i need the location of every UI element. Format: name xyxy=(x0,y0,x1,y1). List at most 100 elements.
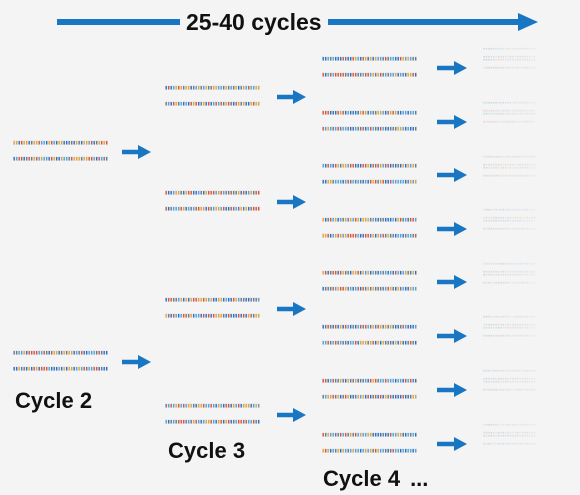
col3-dna-pair-7-top-strand-base-26 xyxy=(387,379,389,383)
col3-dna-pair-3-top-strand-base-27 xyxy=(390,164,392,168)
col4-dna-pair-10-top-strand-base-7 xyxy=(500,274,502,276)
col3-dna-pair-6-bottom-strand-base-5 xyxy=(335,341,337,345)
col3-dna-pair-6-top-strand-base-21 xyxy=(375,325,377,329)
col2-arrow-4 xyxy=(277,408,306,422)
col2-dna-pair-2-bottom-strand-base-1 xyxy=(168,207,170,211)
col4-dna-pair-7-top-strand-base-7 xyxy=(500,209,502,211)
col4-dna-pair-8-bottom-strand-base-10 xyxy=(507,228,509,230)
col3-dna-pair-3-bottom-strand-base-23 xyxy=(380,180,382,184)
col4-dna-pair-11-top-strand xyxy=(483,315,536,318)
col3-dna-pair-7 xyxy=(322,378,417,399)
col3-dna-pair-1-bottom-strand-base-25 xyxy=(385,73,387,77)
col3-dna-pair-5-bottom-strand-base-32 xyxy=(402,287,404,291)
col3-dna-pair-7-bottom-strand-backbone xyxy=(322,394,417,399)
col4-dna-pair-7-bottom-strand-base-19 xyxy=(529,217,531,219)
col2-dna-pair-2-top-strand-base-19 xyxy=(213,191,215,195)
col4-dna-pair-10-bottom-strand-base-13 xyxy=(514,282,516,284)
col4-dna-pair-10-top-strand-base-15 xyxy=(519,274,521,276)
col3-dna-pair-3-bottom-strand-base-5 xyxy=(335,180,337,184)
col4-dna-pair-6-top-strand-base-1 xyxy=(485,167,488,169)
col4-dna-pair-14-top-strand-base-10 xyxy=(507,381,509,383)
col3-dna-pair-7-bottom-strand-base-2 xyxy=(327,395,329,399)
col4-dna-pair-13-top-strand-base-17 xyxy=(524,370,526,372)
col1-dna-pair-2-top-strand-base-31 xyxy=(91,351,93,355)
col4-dna-pair-12-top-strand-base-10 xyxy=(507,327,509,329)
col3-dna-pair-1 xyxy=(322,56,417,77)
col3-dna-pair-4-top-strand-base-35 xyxy=(410,218,412,222)
col3-dna-pair-1-top-strand-base-22 xyxy=(377,57,379,61)
col3-dna-pair-4-bottom-strand-base-9 xyxy=(345,234,347,238)
col1-dna-pair-2-bottom-strand-base-4 xyxy=(23,367,25,371)
col2-dna-pair-1-bottom-strand-base-7 xyxy=(183,102,185,106)
col4-dna-pair-16-top-strand-base-9 xyxy=(505,435,507,437)
col1-dna-pair-1-bottom-strand-base-37 xyxy=(106,157,108,161)
col3-dna-pair-1-top-strand-base-35 xyxy=(410,57,412,61)
col3-dna-pair-8-top-strand-base-18 xyxy=(367,433,369,437)
col3-dna-pair-6-bottom-strand-base-33 xyxy=(405,341,407,345)
col4-dna-pair-16-bottom-strand-base-19 xyxy=(529,443,531,445)
col4-dna-pair-15-bottom-strand-base-5 xyxy=(495,432,497,434)
col2-dna-pair-2-top-strand-base-24 xyxy=(225,191,227,195)
col4-dna-pair-15-top-strand xyxy=(483,423,536,426)
col3-dna-pair-5-top-strand-base-0 xyxy=(322,271,324,275)
col4-dna-pair-6-top-strand-base-10 xyxy=(507,167,509,169)
col4-dna-pair-14-bottom-strand-base-18 xyxy=(526,389,528,391)
col2-dna-pair-2-bottom-strand-base-13 xyxy=(198,207,200,211)
col3-dna-pair-2-top-strand-base-21 xyxy=(375,111,377,115)
col1-dna-pair-2-bottom-strand-base-35 xyxy=(101,367,103,371)
col3-dna-pair-7-bottom-strand-base-18 xyxy=(367,395,369,399)
col4-dna-pair-2-bottom-strand-base-17 xyxy=(524,67,526,69)
col4-dna-pair-2-bottom-strand-base-5 xyxy=(495,67,497,69)
col4-dna-pair-8-top-strand-base-16 xyxy=(521,220,524,222)
col2-dna-pair-4-bottom-strand-base-21 xyxy=(218,420,220,424)
col3-dna-pair-6-top-strand-base-3 xyxy=(330,325,332,329)
col2-dna-pair-3-bottom-strand-base-5 xyxy=(178,314,180,318)
col3-dna-pair-3-top-strand-base-17 xyxy=(365,164,367,168)
col2-dna-pair-3-bottom-strand-base-16 xyxy=(205,314,207,318)
col4-dna-pair-1-bottom-strand-base-21 xyxy=(533,56,536,58)
col4-dna-pair-13-bottom-strand-base-15 xyxy=(519,378,521,380)
col4-dna-pair-8-bottom-strand-base-14 xyxy=(517,228,519,230)
col2-dna-pair-2-bottom-strand-base-14 xyxy=(200,207,202,211)
col1-dna-pair-1-top-strand-base-25 xyxy=(76,141,78,145)
col3-arrow-2-head xyxy=(454,115,467,129)
col4-dna-pair-7-bottom-strand-base-4 xyxy=(493,217,495,219)
col2-dna-pair-1 xyxy=(165,85,260,106)
col4-dna-pair-9-bottom-strand-base-19 xyxy=(529,271,531,273)
col3-dna-pair-6-top-strand xyxy=(322,324,417,329)
col3-dna-pair-2-top-strand-base-3 xyxy=(330,111,332,115)
col3-dna-pair-6-bottom-strand-base-18 xyxy=(367,341,369,345)
col4-dna-pair-12-top-strand-base-6 xyxy=(497,327,500,329)
col4-dna-pair-6-top-strand-base-21 xyxy=(533,167,536,169)
col1-dna-pair-1-top-strand-base-28 xyxy=(83,141,85,145)
col2-dna-pair-1-bottom-strand-base-30 xyxy=(240,102,242,106)
col3-dna-pair-1-bottom-strand-base-6 xyxy=(337,73,339,77)
col2-dna-pair-1-bottom-strand-base-20 xyxy=(215,102,217,106)
col4-dna-pair-5-bottom-strand-base-3 xyxy=(490,164,492,166)
col4-dna-pair-3-bottom-strand-base-15 xyxy=(519,110,521,112)
col4-dna-pair-6-top-strand-base-4 xyxy=(493,167,495,169)
col4-dna-pair-12-bottom-strand-base-6 xyxy=(497,335,500,337)
col3-dna-pair-4-bottom-strand-base-34 xyxy=(407,234,409,238)
col2-dna-pair-1-top-strand-base-7 xyxy=(183,86,185,90)
col4-dna-pair-12-top-strand-base-2 xyxy=(488,327,490,329)
col4-dna-pair-1-top-strand-base-13 xyxy=(514,48,516,50)
col3-dna-pair-1-bottom-strand-base-22 xyxy=(377,73,379,77)
col4-dna-pair-8-top-strand-base-18 xyxy=(526,220,528,222)
col1-dna-pair-2-bottom-strand-base-18 xyxy=(58,367,60,371)
col3-dna-pair-4-bottom-strand-base-23 xyxy=(380,234,382,238)
col2-dna-pair-3-bottom-strand-base-12 xyxy=(195,314,197,318)
col4-dna-pair-13-top-strand-base-12 xyxy=(512,370,514,372)
col3-dna-pair-7-top-strand-base-3 xyxy=(330,379,332,383)
col3-dna-pair-3-bottom-strand-base-24 xyxy=(382,180,384,184)
col2-dna-pair-2-bottom-strand-base-29 xyxy=(238,207,240,211)
col2-dna-pair-4-bottom-strand-base-4 xyxy=(175,420,177,424)
col3-dna-pair-2-bottom-strand-base-15 xyxy=(360,127,362,131)
col3-dna-pair-8-bottom-strand-base-15 xyxy=(360,449,362,453)
col4-dna-pair-2-bottom-strand-backbone xyxy=(483,66,535,69)
col3-dna-pair-4-bottom-strand-base-24 xyxy=(382,234,384,238)
col4-dna-pair-11-bottom-strand-base-14 xyxy=(517,324,519,326)
col4-dna-pair-16-top-strand-base-7 xyxy=(500,435,502,437)
col4-dna-pair-5-top-strand-base-10 xyxy=(507,156,509,158)
col2-dna-pair-3-top-strand-base-26 xyxy=(230,298,232,302)
